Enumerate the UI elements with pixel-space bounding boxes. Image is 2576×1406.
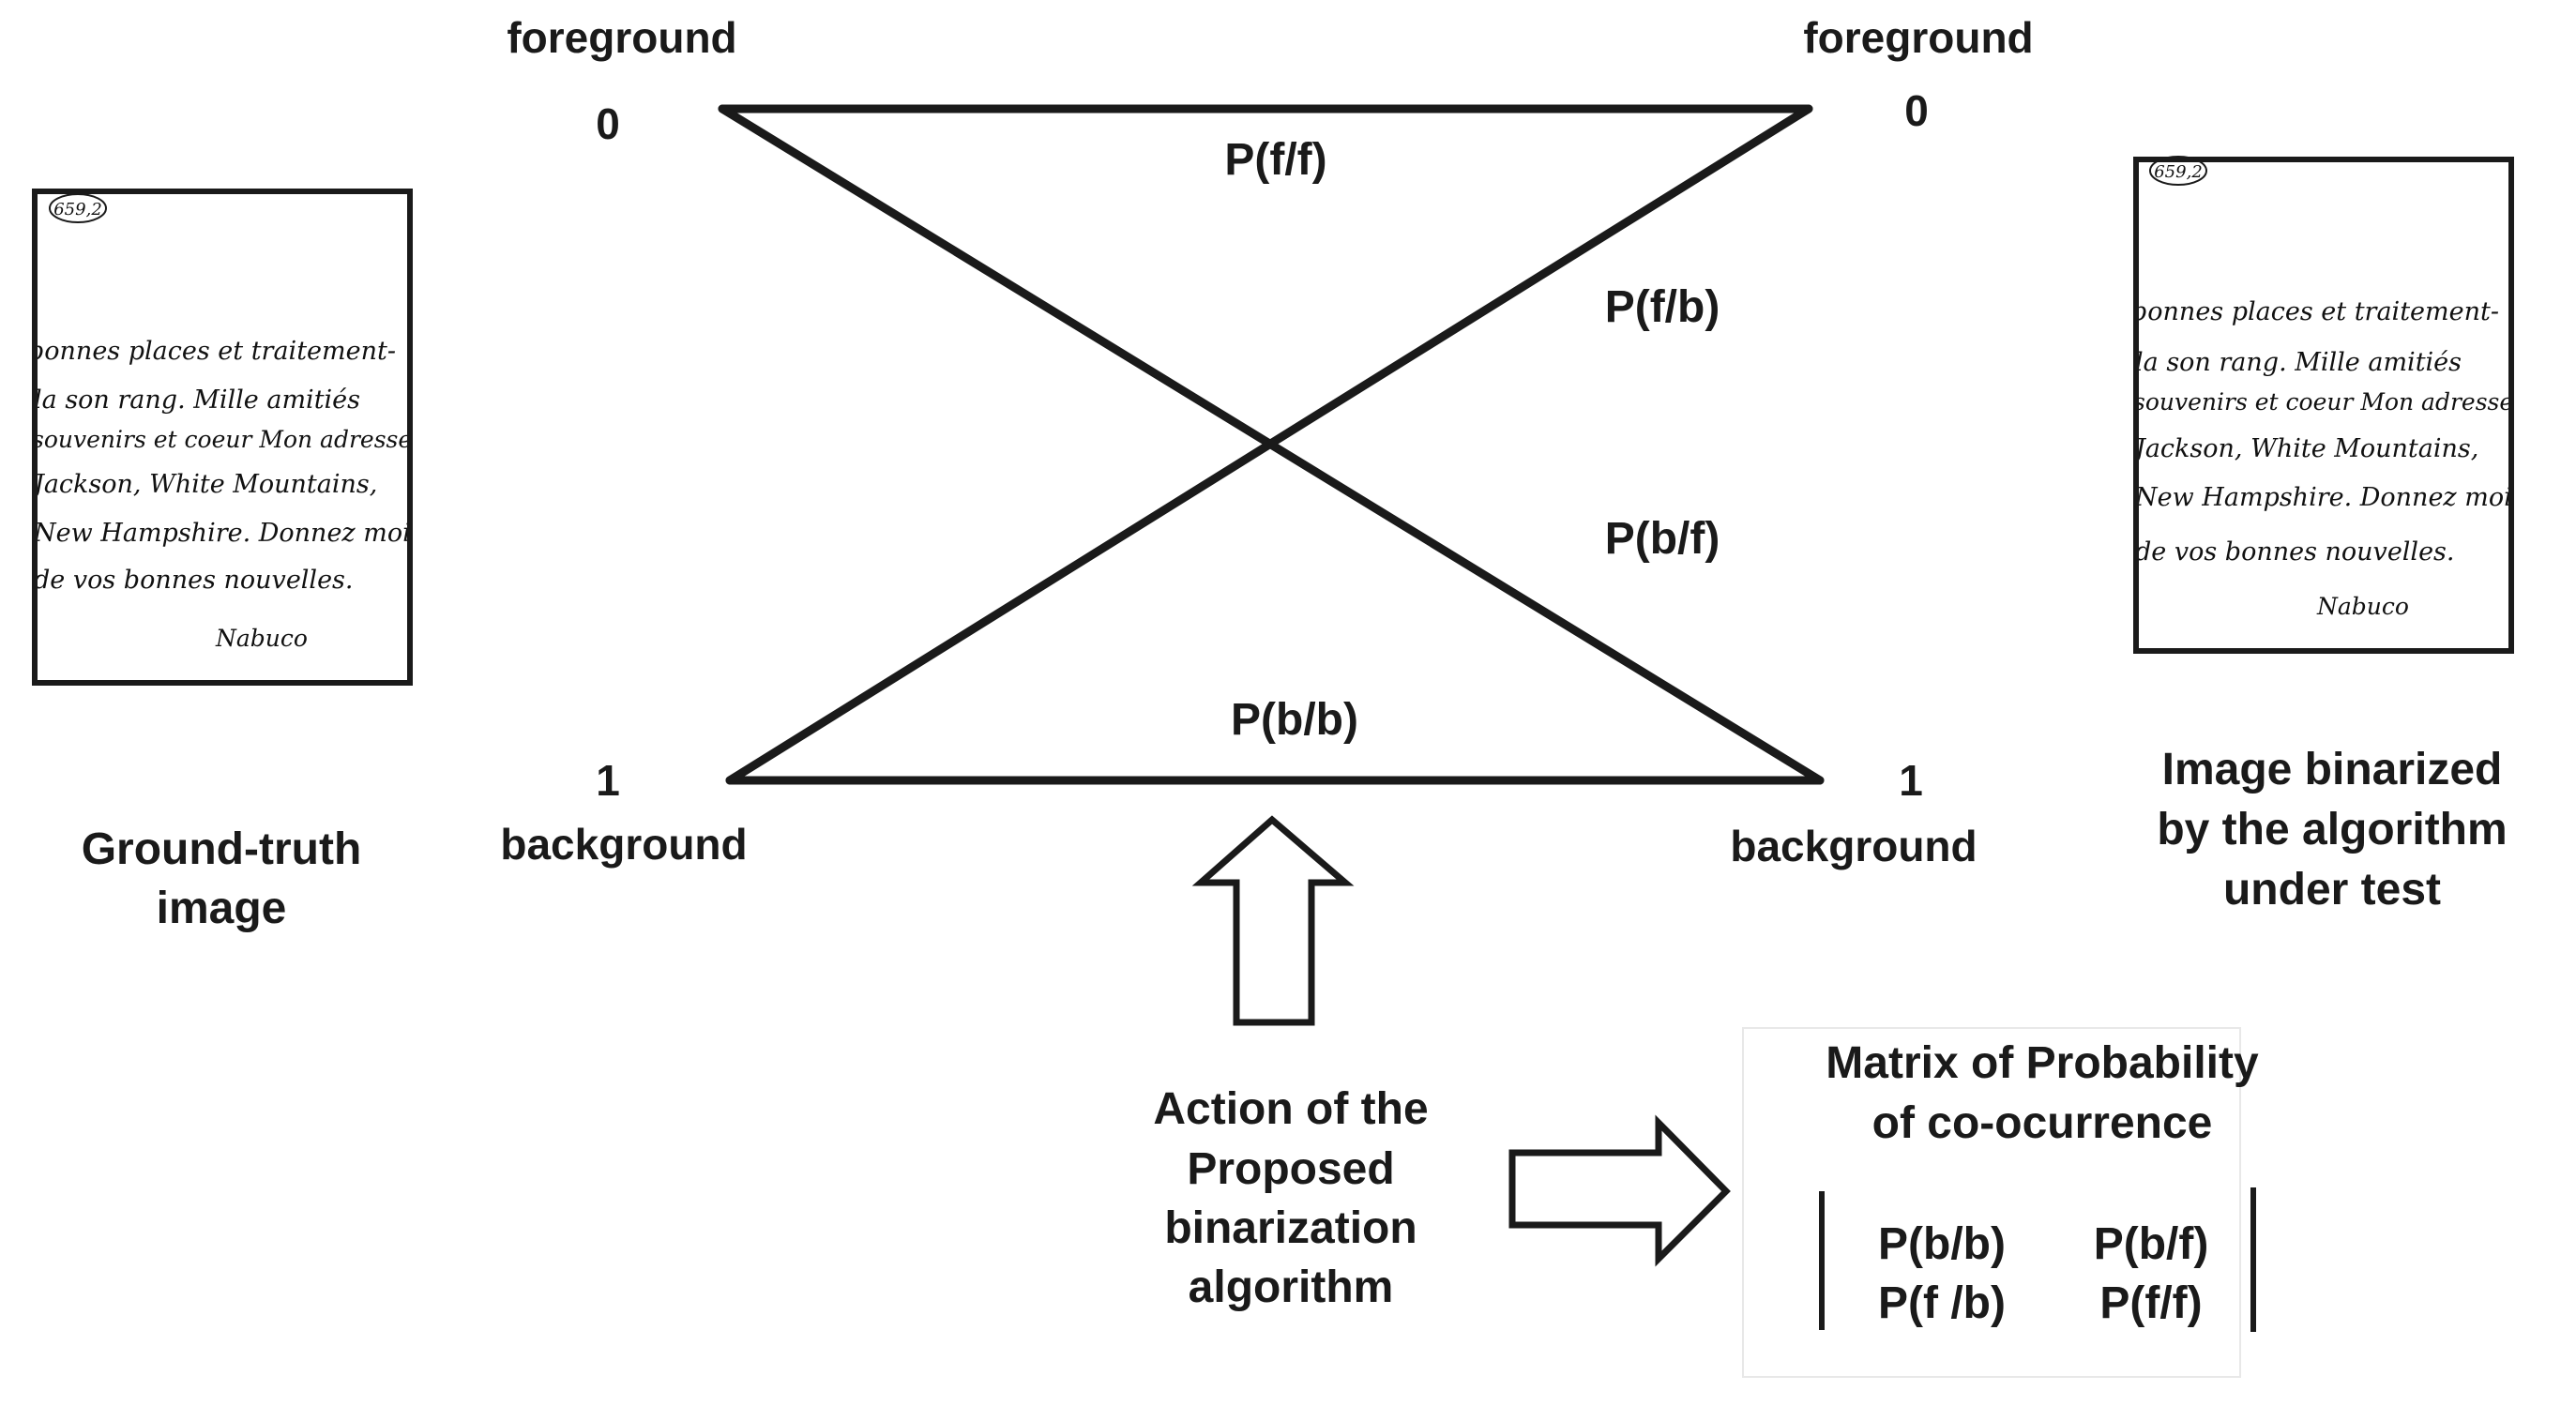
ground-truth-line: la son rang. Mille amitiés [34, 386, 360, 415]
left-top-value: 0 [596, 99, 620, 148]
ground-truth-line: de vos bonnes nouvelles. [34, 566, 353, 595]
edge-fb-label: P(f/b) [1605, 282, 1720, 332]
edge-bb-label: P(b/b) [1231, 695, 1358, 745]
ground-truth-frame [32, 189, 413, 686]
ground-truth-line: Jackson, White Mountains, [29, 470, 377, 499]
ground-truth-caption-line: Ground-truth [82, 824, 362, 874]
matrix-title-line: Matrix of Probability [1826, 1038, 2259, 1088]
matrix-cell: P(b/b) [1878, 1219, 2006, 1269]
binarized-line: New Hampshire. Donnez moi [2134, 483, 2512, 512]
probability-matrix: Matrix of Probability of co-ocurrence P(… [1742, 1027, 2259, 1378]
matrix-cell: P(f/f) [2099, 1278, 2202, 1328]
action-line: Proposed [1187, 1144, 1394, 1194]
left-background-label: background [500, 820, 747, 869]
binarized-stamp: 659,2 [2154, 162, 2203, 182]
ground-truth-line: New Hampshire. Donnez moi [33, 519, 411, 548]
matrix-panel [1742, 1027, 2241, 1378]
binarized-line: Jackson, White Mountains, [2130, 434, 2478, 463]
ground-truth-stamp: 659,2 [53, 200, 102, 219]
ground-truth-caption-line: image [157, 884, 287, 933]
right-bottom-value: 1 [1899, 756, 1923, 805]
binarized-stamp-oval [2149, 156, 2207, 186]
left-foreground-label: foreground [507, 13, 736, 62]
ground-truth-stamp-oval [49, 193, 107, 223]
binarized-caption-line: Image binarized [2162, 745, 2503, 794]
binarized-line: bonnes places et traitement- [2131, 297, 2499, 326]
action-line: Action of the [1153, 1084, 1428, 1134]
matrix-cell: P(f /b) [1878, 1278, 2006, 1328]
binarized-line: la son rang. Mille amitiés [2135, 348, 2462, 377]
ground-truth-text-clip: bonnes places et traitement- la son rang… [28, 337, 412, 652]
action-line: binarization [1164, 1203, 1417, 1253]
left-bottom-value: 1 [596, 756, 620, 805]
right-arrow-icon [1508, 1114, 1731, 1267]
right-background-label: background [1730, 822, 1977, 870]
ground-truth-line: bonnes places et traitement- [28, 337, 396, 366]
binarized-caption-line: by the algorithm [2157, 805, 2507, 854]
bowtie-graph [718, 104, 1825, 785]
binarized-text-clip: bonnes places et traitement- la son rang… [2130, 297, 2513, 620]
binarized-line: de vos bonnes nouvelles. [2135, 537, 2454, 567]
up-arrow-icon [1191, 815, 1355, 1026]
binarized-image: 659,2 bonnes places et traitement- la so… [2130, 156, 2514, 654]
ground-truth-signature: Nabuco [215, 625, 308, 652]
edge-bf-label: P(b/f) [1605, 514, 1720, 564]
action-line: algorithm [1189, 1262, 1394, 1312]
binarized-line: souvenirs et coeur Mon adresse [2133, 388, 2513, 416]
binarized-caption-line: under test [2223, 865, 2441, 915]
right-top-value: 0 [1904, 86, 1929, 135]
ground-truth-image: 659,2 bonnes places et traitement- la so… [28, 189, 413, 686]
matrix-cell: P(b/f) [2094, 1219, 2209, 1269]
right-foreground-label: foreground [1803, 13, 2033, 62]
edge-ff-label: P(f/f) [1224, 135, 1326, 185]
binarized-signature: Nabuco [2316, 593, 2409, 620]
edge-fb-line [725, 104, 1813, 785]
binarized-frame [2133, 157, 2514, 654]
matrix-title-line: of co-ocurrence [1872, 1098, 2213, 1148]
ground-truth-line: souvenirs et coeur Mon adresse [32, 426, 412, 453]
